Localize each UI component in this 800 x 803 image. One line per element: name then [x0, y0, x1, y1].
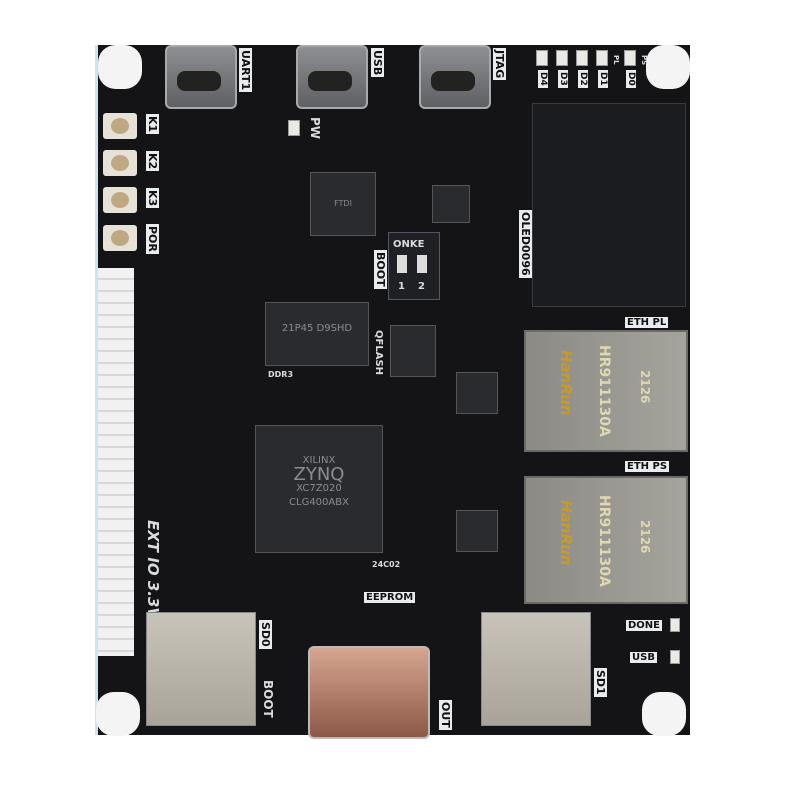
- eth-code: 2126: [638, 370, 652, 404]
- standoff: [646, 45, 690, 89]
- button-k2[interactable]: [103, 150, 137, 176]
- eth-code: 2126: [638, 520, 652, 554]
- button-por[interactable]: [103, 225, 137, 251]
- eeprom-part: 24C02: [372, 560, 401, 569]
- ethernet-ps-port[interactable]: [524, 476, 688, 604]
- led-label: D4: [538, 70, 548, 88]
- standoff: [98, 45, 142, 89]
- zynq-soc: XILINX ZYNQ XC7Z020 CLG400ABX: [255, 425, 383, 553]
- standoff: [642, 692, 686, 736]
- qflash-chip: [390, 325, 436, 377]
- switch-brand: ONKE: [393, 239, 425, 250]
- led-d4: [536, 50, 548, 66]
- switch-2[interactable]: [417, 255, 427, 273]
- power-led: [288, 120, 300, 136]
- led-label: D1: [598, 70, 608, 88]
- led-label: D2: [578, 70, 588, 88]
- sd-boot-label: BOOT: [261, 680, 275, 718]
- button-label: K2: [146, 151, 159, 172]
- button-label: K3: [146, 188, 159, 209]
- led-label: D3: [558, 70, 568, 88]
- ddr3-label: DDR3: [268, 370, 294, 379]
- button-label: POR: [146, 224, 159, 254]
- eth-ps-label: ETH PS: [625, 461, 670, 472]
- sd0-label: SD0: [259, 620, 272, 649]
- done-led: [670, 618, 680, 632]
- ftdi-marking: FTDI: [334, 199, 352, 208]
- sd1-label: SD1: [594, 668, 607, 697]
- jtag-label: JTAG: [493, 48, 506, 81]
- switch-pos: 1: [398, 281, 405, 292]
- pl-silk: PL: [612, 55, 620, 65]
- uart-usbc-port[interactable]: [165, 45, 237, 109]
- boot-label: BOOT: [374, 250, 387, 289]
- ethernet-pl-port[interactable]: [524, 330, 688, 452]
- chip: [432, 185, 470, 223]
- sd0-card-slot[interactable]: [146, 612, 256, 726]
- eth-pl-label: ETH PL: [625, 317, 669, 328]
- boot-dip-switch[interactable]: ONKE 1 2: [388, 232, 440, 300]
- jtag-usbc-port[interactable]: [419, 45, 491, 109]
- eth-brand: HanRun: [557, 350, 575, 416]
- led-d1: [596, 50, 608, 66]
- eeprom-label: EEPROM: [364, 592, 416, 603]
- eth-phy-chip: [456, 372, 498, 414]
- soc-part: XC7Z020: [296, 483, 342, 494]
- led-d0: [624, 50, 636, 66]
- standoff: [96, 692, 140, 736]
- hdmi-out-label: OUT: [439, 700, 452, 730]
- gpio-header: [98, 268, 134, 656]
- switch-1[interactable]: [397, 255, 407, 273]
- eth-phy-chip: [456, 510, 498, 552]
- power-led-label: PW: [308, 117, 322, 140]
- eth-part: HR911130A: [596, 345, 612, 437]
- ps-silk: PS: [640, 55, 648, 66]
- soc-brand: XILINX: [302, 455, 336, 466]
- hdmi-out-port[interactable]: [308, 646, 430, 739]
- usb-status-led: [670, 650, 680, 664]
- qflash-label: QFLASH: [373, 330, 384, 376]
- led-label: D0: [626, 70, 636, 88]
- eth-brand: HanRun: [557, 500, 575, 566]
- oled-display: [532, 103, 686, 307]
- soc-name: ZYNQ: [293, 464, 345, 485]
- ddr3-marking: 21P45 D9SHD: [281, 323, 353, 334]
- sd1-card-slot[interactable]: [481, 612, 591, 726]
- ddr3-chip: 21P45 D9SHD: [265, 302, 369, 366]
- soc-package: CLG400ABX: [289, 497, 349, 508]
- ext-io-label: EXT IO 3.3V: [144, 520, 162, 620]
- eth-part: HR911130A: [596, 495, 612, 587]
- switch-pos: 2: [418, 281, 425, 292]
- button-k3[interactable]: [103, 187, 137, 213]
- usb-label: USB: [371, 48, 384, 78]
- led-d3: [556, 50, 568, 66]
- usb-status-label: USB: [630, 652, 657, 663]
- uart-label: UART1: [239, 48, 252, 93]
- button-label: K1: [146, 114, 159, 135]
- usb-usbc-port[interactable]: [296, 45, 368, 109]
- button-k1[interactable]: [103, 113, 137, 139]
- ftdi-chip: FTDI: [310, 172, 376, 236]
- oled-label: OLED0096: [519, 210, 532, 278]
- done-label: DONE: [626, 620, 663, 631]
- led-d2: [576, 50, 588, 66]
